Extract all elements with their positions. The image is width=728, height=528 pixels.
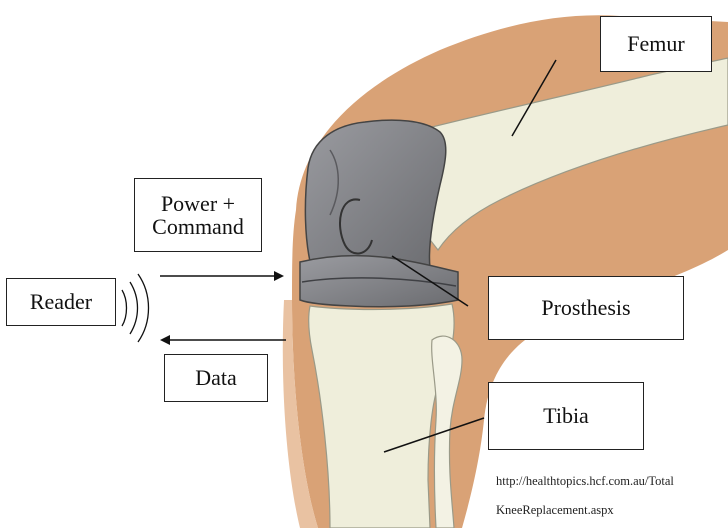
power-label-line2: Command bbox=[152, 215, 244, 238]
tibia-label-text: Tibia bbox=[543, 404, 589, 427]
reader-wave-1 bbox=[122, 290, 127, 326]
reader-wave-2 bbox=[130, 282, 138, 334]
prosthesis-femoral-component bbox=[305, 120, 445, 270]
data-arrow bbox=[160, 335, 286, 345]
reader-wave-3 bbox=[138, 274, 149, 342]
prosthesis-label-text: Prosthesis bbox=[541, 296, 630, 319]
reader-label-text: Reader bbox=[30, 290, 92, 313]
source-url-line2: KneeReplacement.aspx bbox=[496, 503, 614, 518]
prosthesis-label: Prosthesis bbox=[488, 276, 684, 340]
power-command-arrow bbox=[160, 271, 284, 281]
power-label-line1: Power + bbox=[161, 192, 235, 215]
data-label-text: Data bbox=[195, 366, 237, 389]
femur-label-text: Femur bbox=[627, 32, 684, 55]
tibia-label: Tibia bbox=[488, 382, 644, 450]
source-url-line1: http://healthtopics.hcf.com.au/Total bbox=[496, 474, 674, 489]
power-command-label: Power + Command bbox=[134, 178, 262, 252]
data-label: Data bbox=[164, 354, 268, 402]
femur-label: Femur bbox=[600, 16, 712, 72]
reader-label: Reader bbox=[6, 278, 116, 326]
